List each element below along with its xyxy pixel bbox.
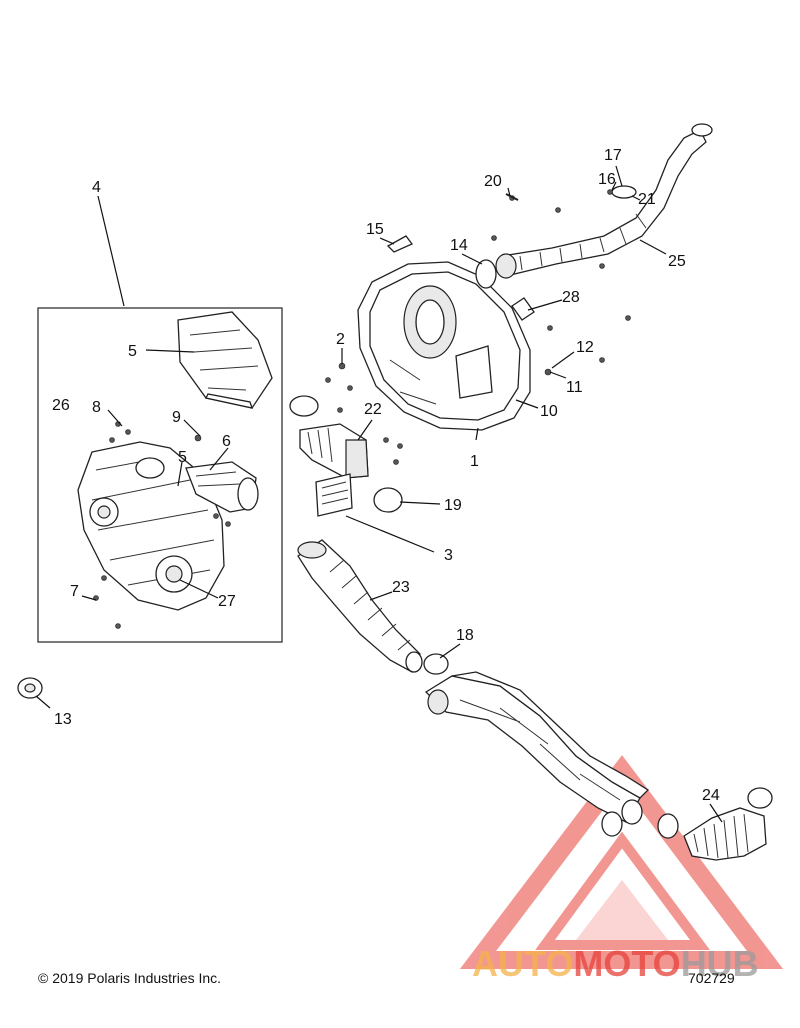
part-clamp-17 xyxy=(607,185,637,199)
callout-11: 11 xyxy=(566,379,583,396)
watermark-moto: MOTO xyxy=(573,943,680,984)
callout-13: 13 xyxy=(54,711,72,728)
callout-14: 14 xyxy=(450,237,468,254)
callout-4: 4 xyxy=(92,179,101,196)
part-filter-3 xyxy=(315,473,353,517)
part-washer-13 xyxy=(17,677,43,699)
callout-1: 1 xyxy=(470,453,479,470)
subassembly-bolts xyxy=(93,421,231,629)
callout-labels: 4 5 26 8 9 6 5 7 27 2 22 1 10 11 12 28 1… xyxy=(52,147,720,804)
part-duct-23 xyxy=(297,539,423,673)
callout-28: 28 xyxy=(562,289,580,306)
callout-21: 21 xyxy=(638,191,656,208)
watermark-auto: AUTO xyxy=(472,943,573,984)
callout-9: 9 xyxy=(172,409,181,426)
document-number: 702729 xyxy=(688,970,735,986)
part-clamp-2 xyxy=(289,395,319,417)
part-clamp-19 xyxy=(373,487,403,513)
part-bellows-24 xyxy=(657,787,773,861)
part-clamp-top xyxy=(691,123,713,137)
part-bolt-20 xyxy=(505,193,519,201)
callout-23: 23 xyxy=(392,579,410,596)
watermark-wordmark: AUTOMOTOHUB xyxy=(472,943,759,984)
callout-25: 25 xyxy=(668,253,686,270)
watermark-hub: HUB xyxy=(681,943,759,984)
callout-2: 2 xyxy=(336,331,345,348)
callout-15: 15 xyxy=(366,221,384,238)
callout-24: 24 xyxy=(702,787,720,804)
callout-6: 6 xyxy=(222,433,231,450)
part-clutch-cover xyxy=(357,261,531,431)
part-clamp-14 xyxy=(475,259,497,289)
watermark-logo xyxy=(459,755,784,969)
callout-7: 7 xyxy=(70,583,79,600)
callout-26: 26 xyxy=(52,397,70,414)
callout-5b: 5 xyxy=(178,449,187,466)
callout-16: 16 xyxy=(598,171,616,188)
callout-17: 17 xyxy=(604,147,622,164)
callout-18: 18 xyxy=(456,627,474,644)
leader-lines xyxy=(35,165,723,823)
part-twin-duct xyxy=(424,671,650,837)
part-plate-15 xyxy=(386,235,414,253)
part-boot-22 xyxy=(299,423,369,479)
callout-5a: 5 xyxy=(128,343,137,360)
callout-12: 12 xyxy=(576,339,594,356)
part-duct-6 xyxy=(185,461,259,513)
callout-10: 10 xyxy=(540,403,558,420)
callout-3: 3 xyxy=(444,547,453,564)
part-inner-cover xyxy=(77,441,225,611)
part-cover-upper xyxy=(177,311,273,409)
callout-27: 27 xyxy=(218,593,236,610)
subassembly-box xyxy=(37,307,283,643)
svg-text:AUTOMOTOHUB: AUTOMOTOHUB xyxy=(472,943,759,984)
part-hose-25 xyxy=(495,129,707,279)
copyright-text: © 2019 Polaris Industries Inc. xyxy=(38,970,221,986)
part-clamp-18 xyxy=(423,653,449,675)
callout-8: 8 xyxy=(92,399,101,416)
part-gasket-28 xyxy=(511,297,535,321)
callout-22: 22 xyxy=(364,401,382,418)
callout-20: 20 xyxy=(484,173,502,190)
callout-19: 19 xyxy=(444,497,462,514)
